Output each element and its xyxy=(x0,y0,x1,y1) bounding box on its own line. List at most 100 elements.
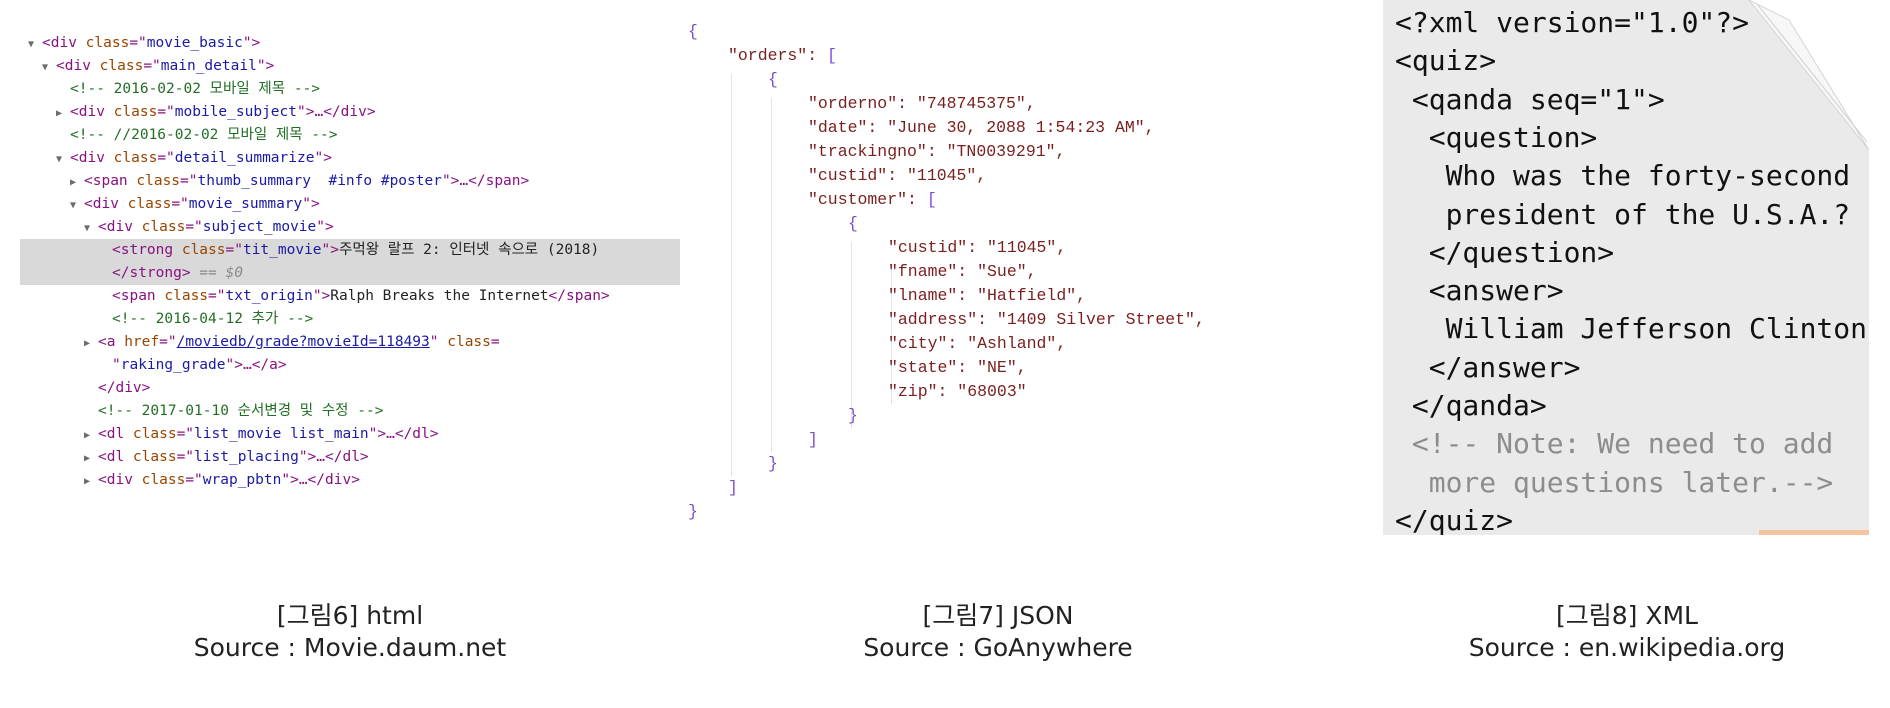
dom-token: <!-- //2016-02-02 모바일 제목 --> xyxy=(70,127,338,143)
dom-token: class xyxy=(132,426,177,442)
dom-node-line[interactable]: ▼<div class="subject_movie"> xyxy=(20,216,680,239)
dom-token: list_movie list_main xyxy=(194,426,369,442)
dom-token: " xyxy=(112,357,121,373)
json-line: { xyxy=(680,212,1340,236)
json-line: "address": "1409 Silver Street", xyxy=(680,308,1340,332)
dom-node-line[interactable]: <span class="txt_origin">Ralph Breaks th… xyxy=(20,285,680,308)
dom-node-line[interactable]: ▶<div class="wrap_pbtn">…</div> xyxy=(20,469,680,492)
xml-line: <quiz> xyxy=(1395,44,1497,78)
dom-token: <dl xyxy=(98,426,133,442)
dom-node-line[interactable]: ▶<a href="/moviedb/grade?movieId=118493"… xyxy=(20,331,680,354)
collapse-triangle-icon[interactable]: ▶ xyxy=(84,453,91,464)
dom-node-line[interactable]: ▶<div class="mobile_subject">…</div> xyxy=(20,101,680,124)
caption-json-title: [그림7] JSON xyxy=(922,601,1074,630)
dom-token: 주먹왕 랄프 2: 인터넷 속으로 (2018) xyxy=(339,242,600,258)
dom-token[interactable]: /moviedb/grade?movieId=118493 xyxy=(176,334,430,350)
dom-node-line[interactable]: ▼<div class="main_detail"> xyxy=(20,55,680,78)
dom-token: <!-- 2016-04-12 추가 --> xyxy=(112,311,314,327)
dom-node-selected[interactable]: </strong> == $0 xyxy=(20,262,680,285)
dom-token: =" xyxy=(171,196,189,212)
collapse-triangle-icon[interactable]: ▶ xyxy=(70,177,77,188)
dom-node-line[interactable]: ▼<div class="detail_summarize"> xyxy=(20,147,680,170)
json-bracket: ] xyxy=(808,430,818,449)
json-key-value: "city": "Ashland", xyxy=(888,334,1067,353)
json-key-value: "orders": xyxy=(728,46,828,65)
xml-line: <question> xyxy=(1395,120,1598,154)
dom-node-line[interactable]: ▶<span class="thumb_summary #info #poste… xyxy=(20,170,680,193)
dom-token: </div> xyxy=(98,380,151,396)
json-line: } xyxy=(680,404,1340,428)
indent-guide xyxy=(891,266,892,404)
json-line: "city": "Ashland", xyxy=(680,332,1340,356)
dom-token: wrap_pbtn xyxy=(202,472,282,488)
dom-token: "> xyxy=(256,58,275,74)
json-line: "custid": "11045", xyxy=(680,164,1340,188)
expand-triangle-icon[interactable]: ▼ xyxy=(70,200,77,211)
xml-line: president of the U.S.A.? xyxy=(1395,197,1851,231)
caption-json-source: Source : GoAnywhere xyxy=(863,633,1133,662)
dom-token: "> xyxy=(242,35,261,51)
collapse-triangle-icon[interactable]: ▶ xyxy=(84,430,91,441)
dom-token: "> xyxy=(321,242,340,258)
dom-token: <span xyxy=(112,288,165,304)
json-key-value: "address": "1409 Silver Street", xyxy=(888,310,1205,329)
dom-token: ">…</a> xyxy=(225,357,287,373)
indent-guide xyxy=(851,242,852,428)
dom-node-line[interactable]: ▼<div class="movie_basic"> xyxy=(20,32,680,55)
json-line: "lname": "Hatfield", xyxy=(680,284,1340,308)
xml-comment-line: <!-- Note: We need to add xyxy=(1395,427,1834,461)
expand-triangle-icon[interactable]: ▼ xyxy=(56,154,63,165)
dom-token: "> xyxy=(312,288,331,304)
html-devtools-panel: ▼<div class="movie_basic">▼<div class="m… xyxy=(20,32,680,502)
json-code-panel: {"orders": [{"orderno": "748745375","dat… xyxy=(680,20,1340,540)
json-bracket: { xyxy=(848,214,858,233)
dom-node-line[interactable]: ▼<div class="movie_summary"> xyxy=(20,193,680,216)
json-line: "trackingno": "TN0039291", xyxy=(680,140,1340,164)
json-bracket: } xyxy=(688,502,698,521)
dom-token: " xyxy=(429,334,448,350)
xml-comment-line: more questions later.--> xyxy=(1395,465,1834,499)
dom-token: == $0 xyxy=(190,265,243,281)
dom-node-line[interactable]: <!-- //2016-02-02 모바일 제목 --> xyxy=(20,124,680,147)
json-line: "fname": "Sue", xyxy=(680,260,1340,284)
dom-node-line[interactable]: </div> xyxy=(20,377,680,400)
dom-token: mobile_subject xyxy=(174,104,297,120)
expand-triangle-icon[interactable]: ▼ xyxy=(28,39,35,50)
collapse-triangle-icon[interactable]: ▶ xyxy=(84,338,91,349)
dom-token: class xyxy=(164,288,209,304)
json-key-value: "lname": "Hatfield", xyxy=(888,286,1087,305)
dom-node-selected[interactable]: <strong class="tit_movie">주먹왕 랄프 2: 인터넷 … xyxy=(20,239,680,262)
expand-triangle-icon[interactable]: ▼ xyxy=(84,223,91,234)
dom-token: detail_summarize xyxy=(174,150,315,166)
dom-node-line[interactable]: "raking_grade">…</a> xyxy=(20,354,680,377)
dom-node-line[interactable]: <!-- 2016-02-02 모바일 제목 --> xyxy=(20,78,680,101)
dom-node-line[interactable]: ▶<dl class="list_placing">…</dl> xyxy=(20,446,680,469)
dom-token: class xyxy=(141,219,186,235)
json-key-value: "trackingno": "TN0039291", xyxy=(808,142,1066,161)
dom-token: "> xyxy=(302,196,320,212)
dom-node-line[interactable]: <!-- 2017-01-10 순서변경 및 수정 --> xyxy=(20,400,680,423)
indent-guide xyxy=(731,74,732,476)
dom-token: =" xyxy=(129,35,147,51)
dom-node-line[interactable]: ▶<dl class="list_movie list_main">…</dl> xyxy=(20,423,680,446)
collapse-triangle-icon[interactable]: ▶ xyxy=(56,108,63,119)
dom-token: <!-- 2016-02-02 모바일 제목 --> xyxy=(70,81,321,97)
dom-node-line[interactable]: <!-- 2016-04-12 추가 --> xyxy=(20,308,680,331)
json-key-value: "customer": xyxy=(808,190,927,209)
caption-xml-title: [그림8] XML xyxy=(1556,601,1698,630)
expand-triangle-icon[interactable]: ▼ xyxy=(42,62,49,73)
json-key-value: "state": "NE", xyxy=(888,358,1027,377)
dom-token: <div xyxy=(42,35,86,51)
dom-token: <a xyxy=(98,334,125,350)
xml-line: <answer> xyxy=(1395,274,1564,308)
json-bracket: ] xyxy=(728,478,738,497)
dom-token: movie_summary xyxy=(188,196,303,212)
collapse-triangle-icon[interactable]: ▶ xyxy=(84,476,91,487)
dom-token: class xyxy=(113,150,158,166)
dom-token: href xyxy=(124,334,160,350)
dom-token: "> xyxy=(316,219,334,235)
dom-token: <div xyxy=(98,219,142,235)
json-line: ] xyxy=(680,428,1340,452)
json-bracket: [ xyxy=(827,46,837,65)
dom-token: = xyxy=(490,334,500,350)
